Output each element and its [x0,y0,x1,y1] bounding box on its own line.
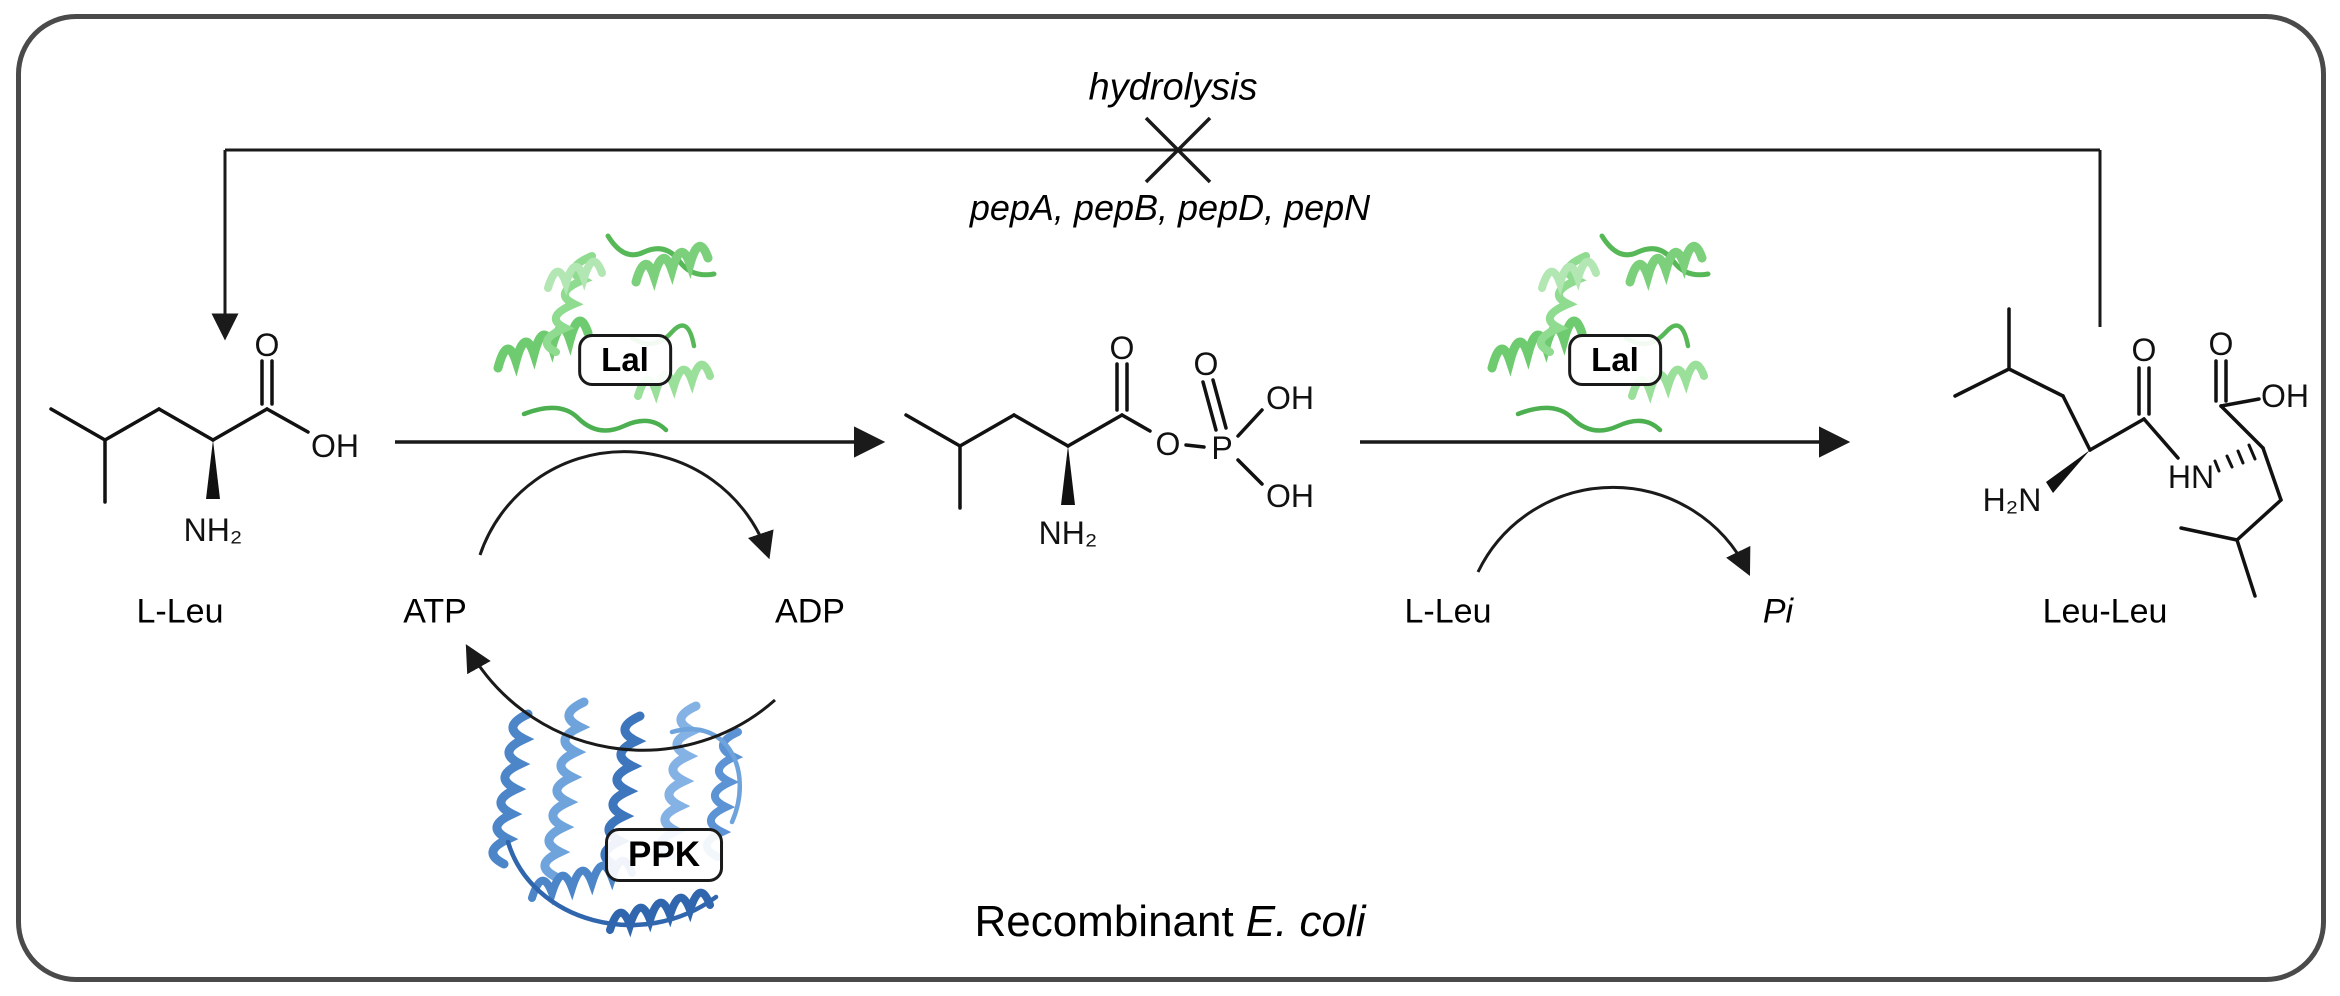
hydrolysis-label: hydrolysis [1088,66,1258,109]
atom-label: OH [1266,478,1314,514]
atom-label: O [1156,426,1181,462]
pi-label: Pi [1762,592,1794,631]
leu-phosphate-structure [904,362,1264,510]
atom-label: HN [2168,459,2214,495]
protease-genes-label: pepA, pepB, pepD, pepN [969,187,1371,228]
ppk-enzyme-badge: PPK [605,828,723,882]
atp-to-adp-arc [478,450,774,560]
leu-leu-atom-labels: H₂N O HN O OH [1983,326,2309,518]
product-label: Leu-Leu [2042,592,2168,631]
stereo-wedge-bond [1061,446,1075,505]
adp-to-atp-arc [465,644,776,752]
scheme-border [16,14,2326,982]
lal-enzyme-badge-2: Lal [1568,334,1662,386]
adp-label: ADP [775,592,845,631]
stereo-wedge-bond [206,440,220,499]
stereo-hash-bond [2213,443,2257,473]
atom-label: O [1110,330,1135,366]
leu-phosphate-atom-labels: O O P O OH OH NH₂ [1039,330,1314,551]
atom-label: H₂N [1983,482,2042,518]
l-leu-atom-labels: O OH NH₂ [184,327,359,548]
atom-label: O [2209,326,2234,362]
atp-label: ATP [403,592,467,631]
atom-label: OH [1266,380,1314,416]
atom-label: O [1194,346,1219,382]
lleu-to-pi-arc [1476,485,1751,577]
atom-label: OH [311,428,359,464]
atom-label: OH [2261,378,2309,414]
substrate-label: L-Leu [136,592,224,631]
atom-label: NH₂ [184,512,243,548]
cosubstrate-label: L-Leu [1404,592,1492,631]
l-leu-structure [49,359,310,504]
atom-label: O [255,327,280,363]
blocked-cross-icon [1144,116,1212,184]
atom-label: P [1211,430,1232,466]
hydrolysis-path [211,148,2102,341]
leu-leu-structure [1953,307,2283,598]
atom-label: O [2132,332,2157,368]
ppk-protein-cartoon [488,697,744,938]
stereo-wedge-bond [2046,450,2090,493]
host-caption-italic: E. coli [1245,897,1366,946]
host-caption-normal: Recombinant [974,897,1234,946]
atom-label: NH₂ [1039,515,1098,551]
lal-enzyme-badge-1: Lal [578,334,672,386]
